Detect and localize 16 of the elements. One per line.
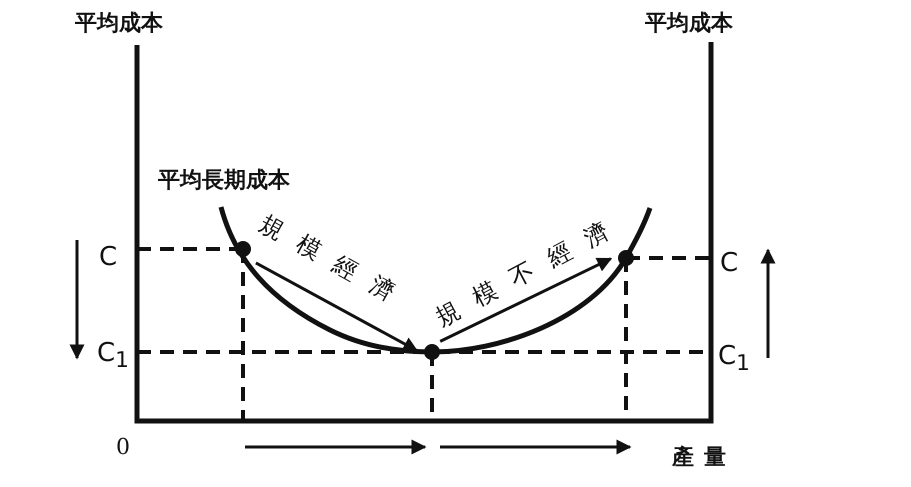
arrow [440,257,612,343]
cost-level-label: C [99,244,118,270]
axis-label: 平均成本 [75,13,163,35]
cost-level-label: C$_{1}$ [97,340,129,372]
origin-label: 0 [116,437,130,459]
point-marker [424,344,440,360]
point-marker [235,241,251,257]
axis-label: 平均成本 [645,13,733,35]
point-marker [618,250,634,266]
curve-label: 平均長期成本 [158,170,290,192]
edge-label: 規模經濟 [256,210,414,314]
cost-level-label: C [720,250,738,276]
cost-level-label: C$_{1}$ [718,343,750,375]
edge-label: 規模不經濟 [432,210,628,330]
arrow [255,262,418,352]
axis-label: 產量 [672,447,736,469]
